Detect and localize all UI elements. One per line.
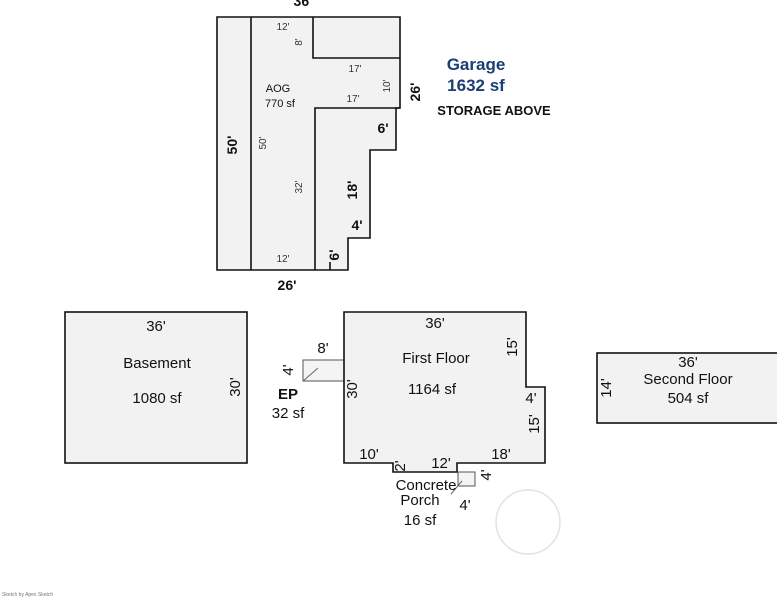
aog-dim-bottom: 12' [276,254,289,265]
first-floor-dim-jog: 4' [525,390,536,407]
sketch-credit: Sketch by Apex Sketch [2,592,53,598]
aog-dim-inner: 32' [294,180,305,193]
basement-label: Basement [123,355,191,372]
first-floor-dim-top: 36' [425,315,445,332]
first-floor-dim-notch-a: 2' [392,460,409,471]
first-floor-dim-right-lower: 15' [526,414,543,434]
first-floor-dim-bottom-mid: 12' [431,455,451,472]
basement-group: 36' Basement 1080 sf 30' [64,311,248,464]
first-floor-dim-right-upper: 15' [504,337,521,357]
first-floor-outline [343,311,546,473]
first-floor-dim-notch-b: 4' [478,469,495,480]
ep-outline [302,359,345,382]
porch-leader [450,480,463,495]
porch-outline [457,471,476,487]
aog-group: 12' 8' 17' 10' 17' AOG 770 sf 50' 32' 12… [258,22,393,265]
garage-dim-top: 36' [294,0,313,9]
ep-label: EP [278,386,298,403]
garage-dim-left: 50' [224,136,240,155]
first-floor-group: 36' First Floor 1164 sf 30' 15' 4' 15' 1… [343,311,546,481]
porch-label-line1: Concrete [396,477,457,494]
porch-label-line2: Porch [400,492,439,509]
basement-outline [64,311,248,464]
first-floor-dim-left: 30' [344,379,361,399]
garage-area: 1632 sf [447,76,505,95]
aog-label: AOG [266,83,290,95]
aog-dim-mid2: 17' [346,94,359,105]
garage-dim-bottom: 26' [278,277,297,293]
ep-group: 8' 4' EP 32 sf [272,340,345,422]
second-floor-outline [596,352,777,424]
aog-dim-right: 10' [382,79,393,92]
second-floor-group: 36' Second Floor 504 sf 14' [596,352,777,424]
garage-dim-step3: 4' [351,217,362,233]
garage-dim-step4: 6' [326,249,342,260]
garage-dim-step1: 6' [377,120,388,136]
aog-dim-mid1: 17' [348,64,361,75]
first-floor-dim-bottom-left: 10' [359,446,379,463]
first-floor-dim-bottom-right: 18' [491,446,511,463]
garage-dim-step2: 18' [344,181,360,200]
first-floor-label: First Floor [402,350,470,367]
ep-dim-h: 4' [280,364,297,375]
ep-area: 32 sf [272,405,305,422]
basement-area: 1080 sf [132,390,182,407]
garage-title: Garage [447,55,506,74]
garage-group: 36' 50' 26' 26' 6' 18' 4' 6' Garage 1632… [216,0,551,293]
aog-dim-top: 12' [276,22,289,33]
garage-aog-divider [314,107,400,270]
porch-group: Concrete Porch 16 sf 4' [396,471,561,555]
ep-dim-w: 8' [317,340,328,357]
garage-notch-wall [312,17,400,59]
porch-area: 16 sf [404,512,437,529]
compass-circle [495,489,561,555]
second-floor-area: 504 sf [668,390,710,407]
aog-dim-notch: 8' [294,38,305,46]
basement-dim-right: 30' [227,377,244,397]
basement-dim-top: 36' [146,318,166,335]
second-floor-label: Second Floor [643,371,732,388]
garage-note: STORAGE ABOVE [437,103,551,118]
porch-dim: 4' [459,497,470,514]
garage-dim-right: 26' [407,83,423,102]
aog-dim-left: 50' [258,136,269,149]
ep-leader [302,367,319,382]
garage-outline [216,16,401,271]
first-floor-area: 1164 sf [408,381,457,398]
aog-area: 770 sf [265,98,296,110]
second-floor-dim-top: 36' [678,354,698,371]
second-floor-dim-left: 14' [598,378,615,398]
